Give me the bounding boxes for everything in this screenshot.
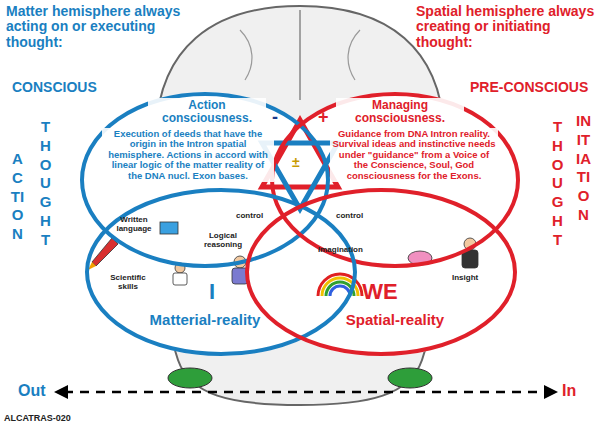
- vertical-word: ACTION: [10, 150, 25, 244]
- rocket-icon: [88, 238, 118, 270]
- brain-fold: [240, 30, 360, 80]
- reality-ellipse: I Matterial-reality: [85, 188, 357, 356]
- star-symbol: ±: [292, 155, 300, 170]
- circle-heading: Action consciousness.: [148, 98, 266, 126]
- vertical-word: INITIATION: [576, 112, 591, 225]
- circle-body: Execution of deeds that have the origin …: [102, 128, 274, 182]
- brain-midline: [299, 10, 301, 100]
- node-outline: [245, 188, 517, 356]
- direction-label: In: [562, 382, 576, 400]
- reality-ellipse: WE Spatial-reality: [245, 188, 517, 356]
- circle-body: Guidance from DNA Intron reality. Surviv…: [330, 128, 498, 182]
- icon-caption: Imagination: [318, 246, 363, 255]
- consciousness-circle: Managing consciousness.Guidance from DNA…: [270, 92, 520, 268]
- out-in-arrow: [54, 385, 558, 399]
- polarity-sign: -: [272, 108, 278, 128]
- node-outline: [85, 188, 357, 356]
- green-area: [388, 368, 432, 388]
- hemisphere-note: Spatial hemisphere always creating or in…: [416, 4, 596, 50]
- icon-caption: control: [236, 212, 263, 221]
- ellipse-symbol: WE: [355, 280, 405, 304]
- icon-caption: Insight: [452, 274, 478, 283]
- polarity-sign: +: [318, 108, 329, 128]
- vertical-word: THOUGHT: [550, 118, 565, 249]
- consciousness-level: CONSCIOUS: [12, 80, 97, 95]
- hemisphere-note: Matter hemisphere always acting on or ex…: [6, 4, 184, 50]
- icon-caption: Logical reasoning: [196, 232, 250, 250]
- book-icon: [160, 222, 178, 234]
- ellipse-label: Spatial-reality: [325, 312, 465, 329]
- icon-caption: Written language: [110, 216, 158, 234]
- circle-heading: Managing consciousness.: [336, 98, 464, 126]
- ellipse-symbol: I: [197, 280, 227, 304]
- ellipse-ground: [245, 188, 517, 356]
- ellipse-label: Matterial-reality: [130, 312, 280, 329]
- direction-label: Out: [18, 382, 46, 400]
- consciousness-level: PRE-CONSCIOUS: [470, 80, 588, 95]
- vertical-word: THOUGHT: [38, 118, 53, 249]
- figure-id: ALCATRAS-020: [4, 414, 71, 424]
- icon-caption: control: [336, 212, 363, 221]
- icon-caption: Scientific skills: [104, 274, 152, 292]
- green-area: [168, 368, 212, 388]
